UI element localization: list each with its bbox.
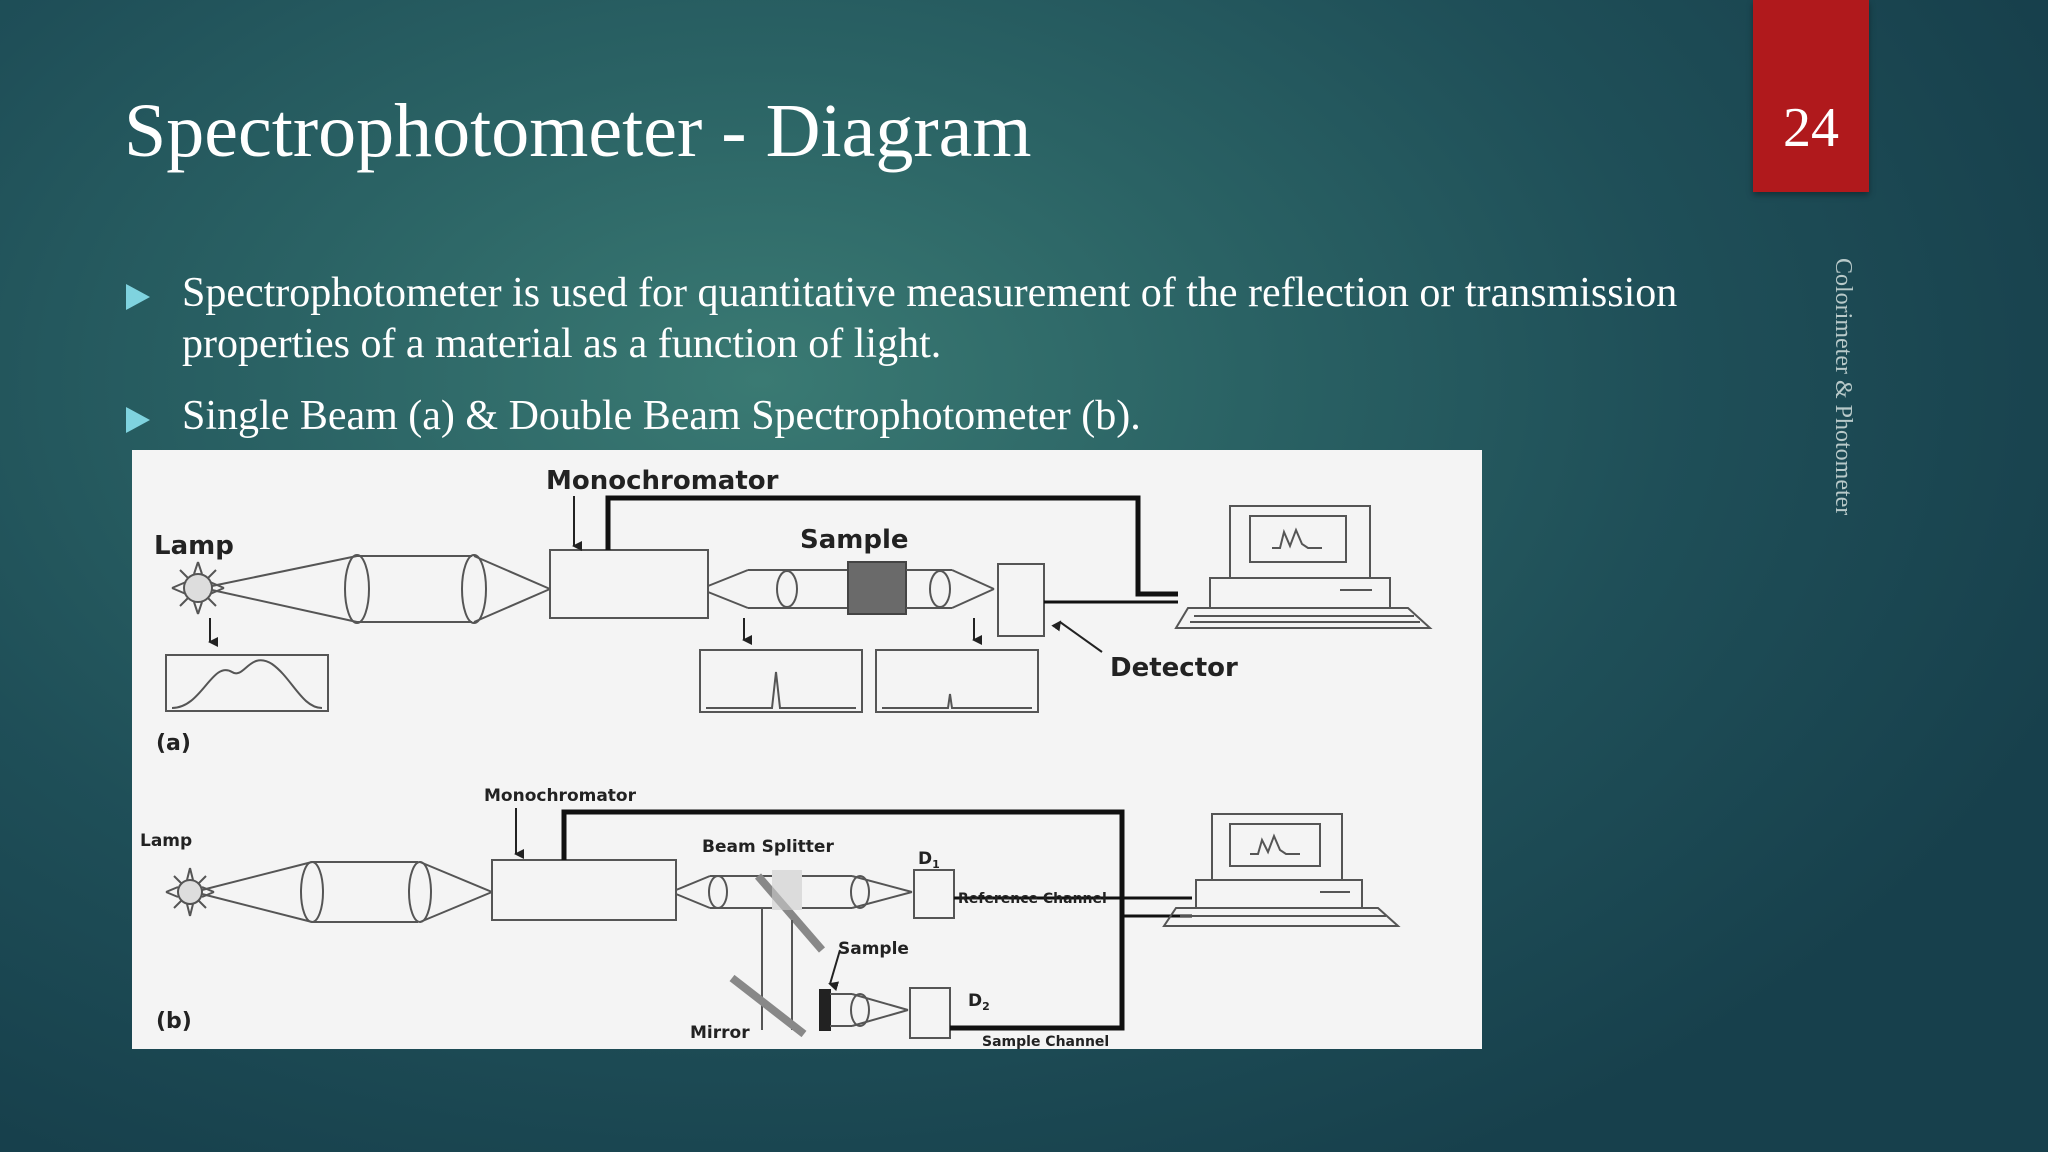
lens-icon — [461, 554, 487, 624]
monochromator-b-label: Monochromator — [484, 786, 637, 806]
bullet-item: Single Beam (a) & Double Beam Spectropho… — [126, 391, 1716, 442]
mirror-label: Mirror — [690, 1023, 750, 1043]
beam-splitter — [754, 873, 826, 953]
lens-icon — [850, 875, 870, 909]
sample-a-cuvette — [847, 561, 907, 615]
detector-d1-box — [913, 869, 955, 919]
bullet-arrow-icon — [126, 284, 150, 310]
detector-d2-box — [909, 987, 951, 1039]
spectrophotometer-diagram: Monochromator Lamp Sample Detector (a) M… — [132, 450, 1482, 1049]
caption-a: (a) — [156, 731, 191, 756]
mirror — [729, 974, 807, 1038]
bullet-item: Spectrophotometer is used for quantitati… — [126, 268, 1716, 370]
lens-icon — [300, 861, 324, 923]
beam-splitter-label: Beam Splitter — [702, 837, 834, 857]
bullet-text: Spectrophotometer is used for quantitati… — [182, 270, 1678, 367]
lens-icon — [776, 570, 798, 608]
monochromator-b-box — [491, 859, 677, 921]
bullet-list: Spectrophotometer is used for quantitati… — [126, 268, 1716, 463]
lens-icon — [850, 993, 870, 1027]
sample-b-cuvette — [819, 989, 831, 1031]
caption-b: (b) — [156, 1009, 192, 1034]
d1-label: D1 — [918, 849, 940, 871]
page-number: 24 — [1783, 97, 1839, 159]
page-number-badge: 24 — [1753, 0, 1869, 192]
sample-a-label: Sample — [800, 525, 909, 555]
lamp-a-label: Lamp — [154, 531, 234, 561]
lamp-a-icon — [171, 561, 225, 615]
sample-channel-label: Sample Channel — [982, 1034, 1109, 1049]
lamp-b-icon — [165, 867, 215, 917]
computer-a-icon — [1174, 505, 1433, 629]
monochromator-a-box — [549, 549, 709, 619]
monochromator-a-label: Monochromator — [546, 466, 779, 496]
slide-title: Spectrophotometer - Diagram — [124, 89, 1032, 173]
reference-channel-label: Reference Channel — [958, 891, 1107, 907]
d2-label: D2 — [968, 991, 990, 1013]
bullet-arrow-icon — [126, 407, 150, 433]
lamp-spectrum-box — [165, 654, 329, 712]
lens-icon — [408, 861, 432, 923]
lens-icon — [708, 875, 728, 909]
computer-b-icon — [1162, 813, 1401, 927]
side-label: Colorimeter & Photometer — [1830, 258, 1856, 516]
sample-spectrum-box — [875, 649, 1039, 713]
sample-b-label: Sample — [838, 939, 909, 959]
lamp-b-label: Lamp — [140, 831, 192, 851]
lens-icon — [344, 554, 370, 624]
bullet-text: Single Beam (a) & Double Beam Spectropho… — [182, 393, 1141, 439]
mono-spectrum-box — [699, 649, 863, 713]
detector-a-box — [997, 563, 1045, 637]
detector-a-label: Detector — [1110, 653, 1238, 683]
lens-icon — [929, 570, 951, 608]
